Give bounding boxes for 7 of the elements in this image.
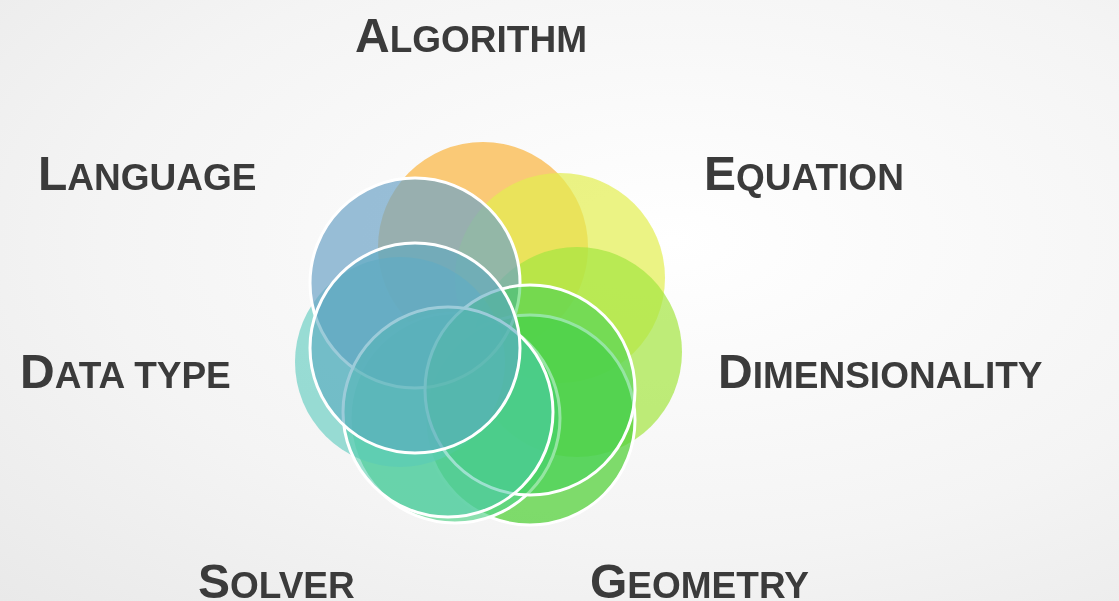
category-label: ALGORITHM [355,12,587,60]
category-label: GEOMETRY [590,558,809,601]
category-label: SOLVER [198,558,355,601]
category-label: DATA TYPE [20,348,231,396]
category-label: DIMENSIONALITY [718,348,1043,396]
category-label: EQUATION [704,150,904,198]
category-label: LANGUAGE [38,150,257,198]
